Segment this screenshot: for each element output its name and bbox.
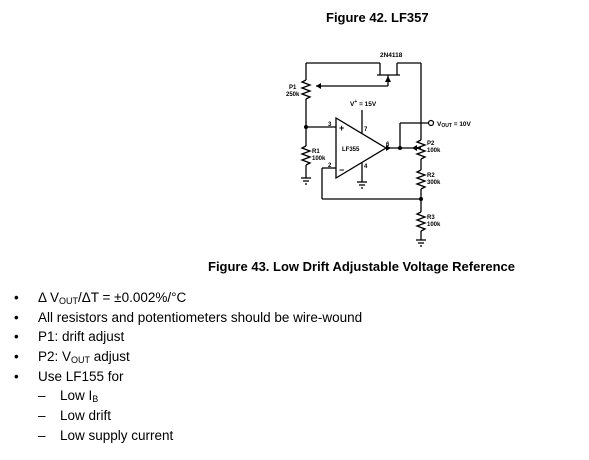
- schematic: 2N4118 P1 250k V+ = 15V 3 7 6 2 4 + − LF…: [286, 52, 472, 247]
- pin-2: 2: [328, 163, 332, 169]
- r3-value: 100k: [427, 222, 441, 228]
- figure-43-title: Figure 43. Low Drift Adjustable Voltage …: [208, 259, 516, 274]
- p2-value: 100k: [427, 148, 441, 154]
- minus-sign: −: [339, 165, 344, 175]
- bullet-icon: •: [14, 309, 19, 325]
- bullet-icon: •: [14, 368, 19, 384]
- bullet-icon: •: [14, 329, 19, 345]
- dash-icon: –: [38, 408, 46, 424]
- plus-sign: +: [339, 123, 344, 133]
- bullet-icon: •: [14, 290, 19, 305]
- opamp-label: LF355: [342, 147, 360, 153]
- r3-label: R3: [427, 215, 435, 221]
- r1-value: 100k: [312, 156, 326, 162]
- bullet-icon: •: [14, 349, 19, 365]
- p1-label: P1: [289, 85, 297, 91]
- r1-label: R1: [312, 149, 320, 155]
- dash-icon: –: [38, 388, 46, 404]
- pin-4: 4: [364, 164, 368, 170]
- pin-7: 7: [364, 127, 368, 133]
- r2-label: R2: [427, 173, 435, 179]
- dash-icon: –: [38, 427, 46, 443]
- figure-42-title: Figure 42. LF357: [326, 10, 429, 25]
- jfet-label: 2N4118: [380, 52, 403, 59]
- pin-6: 6: [386, 142, 390, 148]
- vplus-label: V+ = 15V: [350, 99, 377, 108]
- p2-label: P2: [427, 141, 435, 147]
- p1-value: 250k: [286, 92, 300, 98]
- r2-value: 300k: [427, 180, 441, 186]
- vout-label: VOUT = 10V: [437, 121, 472, 129]
- pin-3: 3: [328, 122, 332, 128]
